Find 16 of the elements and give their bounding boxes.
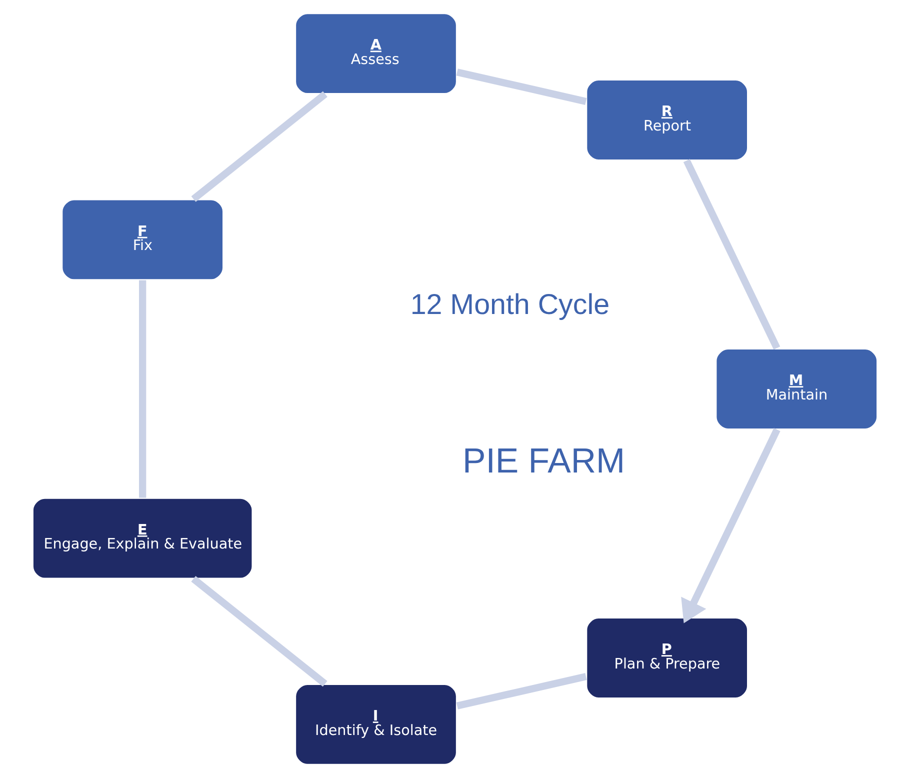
connector [139, 280, 146, 498]
node-box: M Maintain [714, 347, 879, 430]
arrow [681, 428, 780, 623]
label: 12 Month Cycle [410, 288, 610, 321]
node-box: E Engage, Explain & Evaluate [31, 496, 254, 580]
connector [683, 158, 780, 350]
connector [191, 576, 328, 686]
node-box: A Assess [294, 12, 458, 95]
label: PIE FARM [462, 441, 626, 480]
connector [456, 68, 587, 104]
node-box: P Plan & Prepare [585, 616, 750, 699]
connector [456, 672, 587, 709]
node-box: F Fix [60, 198, 225, 281]
connector [191, 90, 328, 202]
node-box: I Identify & Isolate [294, 682, 458, 766]
node-box: R Report [585, 78, 750, 161]
